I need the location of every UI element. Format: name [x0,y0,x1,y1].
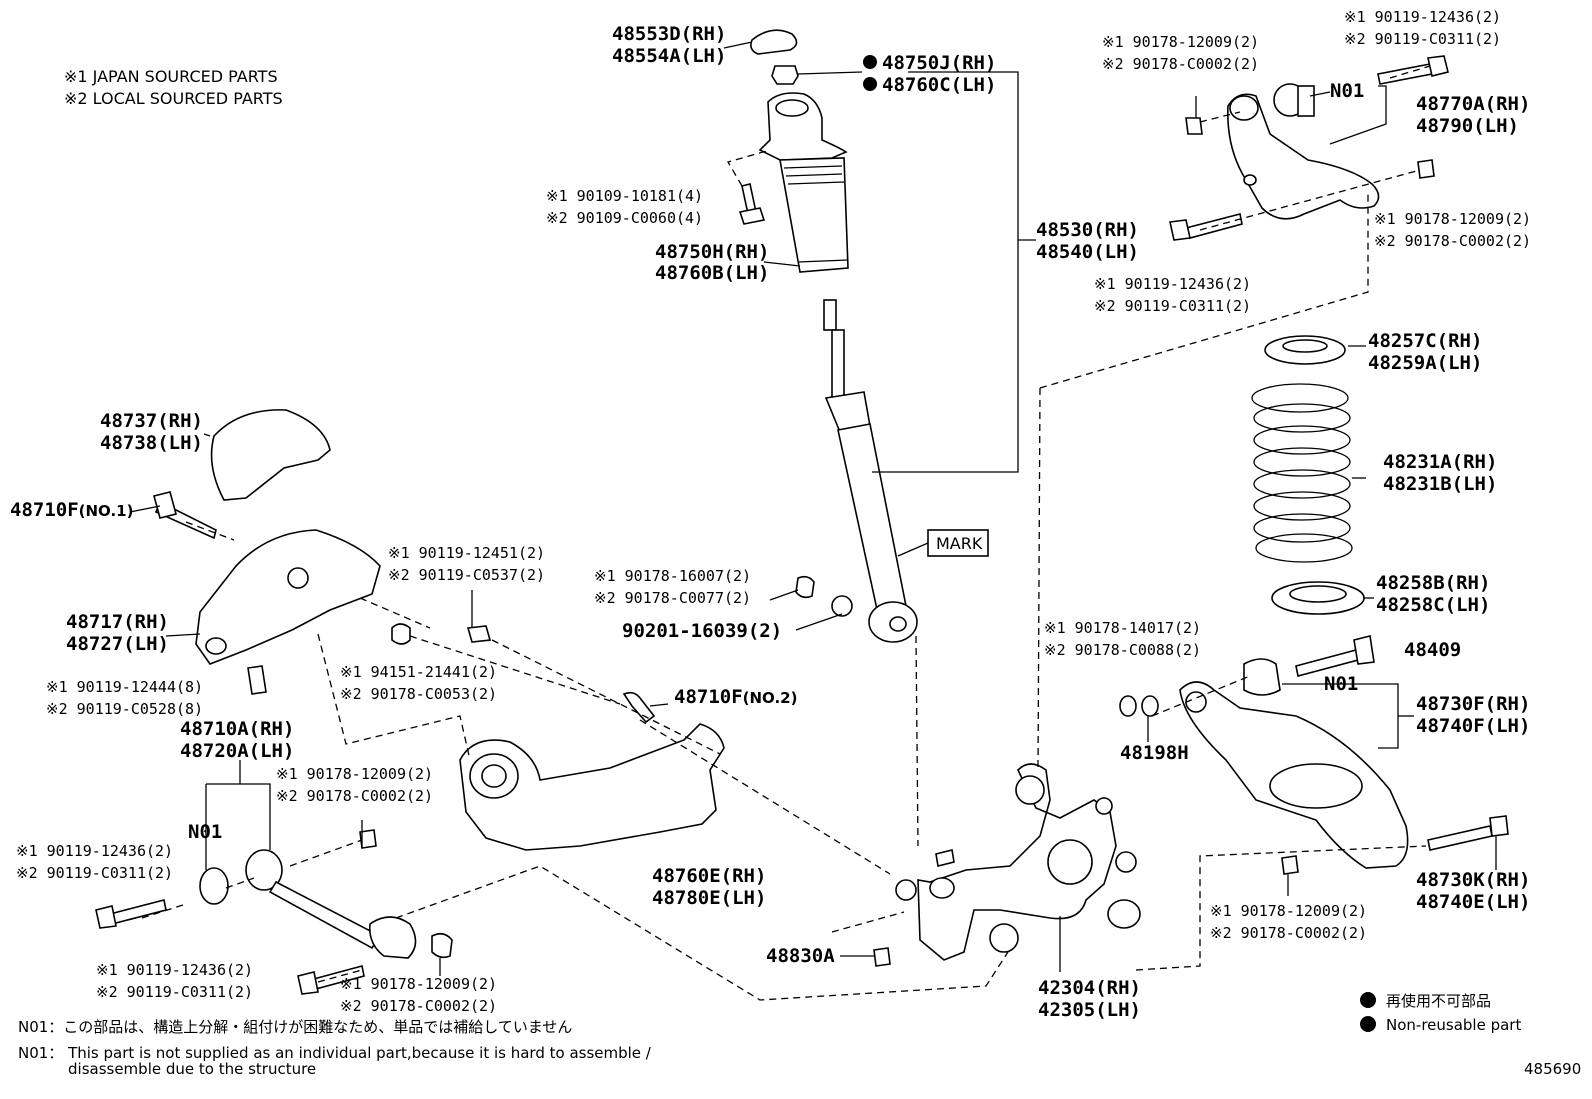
callout-48730f: 48730F(RH) [1416,693,1530,715]
callout-48738: 48738(LH) [100,432,203,454]
legend-jp: 再使用不可部品 [1386,992,1491,1010]
callout-48553d: 48553D(RH) [612,23,726,45]
footnote-jp: N01：この部品は、構造上分解・組付けが困難なため、単品では補給していません [18,1018,572,1036]
callout-48717: 48717(RH) [66,611,169,633]
callout-48710f-no2: 48710F(NO.2) [674,686,797,708]
callout-90178-c0077: ※2 90178-C0077(2) [594,589,751,607]
callout-48727: 48727(LH) [66,633,169,655]
callout-48259a: 48259A(LH) [1368,352,1482,374]
callout-90178-c0002-top: ※2 90178-C0002(2) [1102,55,1259,73]
callout-48830a: 48830A [766,945,835,967]
callout-90119-12436-top: ※1 90119-12436(2) [1344,8,1501,26]
callout-90178-c0053: ※2 90178-C0053(2) [340,685,497,703]
callout-48231a: 48231A(RH) [1383,451,1497,473]
callout-48720a: 48720A(LH) [180,740,294,762]
callout-90178-12009-right: ※1 90178-12009(2) [1374,210,1531,228]
callout-90178-16007: ※1 90178-16007(2) [594,567,751,585]
callout-94151-21441: ※1 94151-21441(2) [340,663,497,681]
callout-48540: 48540(LH) [1036,241,1139,263]
shock-absorber-assembly: MARK [750,29,989,643]
callout-48737: 48737(RH) [100,410,203,432]
callout-90178-c0002-right: ※2 90178-C0002(2) [1374,232,1531,250]
callout-48790: 48790(LH) [1416,115,1519,137]
callout-48258c: 48258C(LH) [1376,594,1490,616]
mark-label: MARK [936,534,983,553]
callout-48760b: 48760B(LH) [655,262,769,284]
callout-48710f-no1: 48710F(NO.1) [10,499,133,521]
rear-axle-carrier [895,763,1141,961]
figure-id: 485690 [1524,1060,1581,1078]
callout-90119-12436-mid: ※1 90119-12436(2) [1094,275,1251,293]
callout-48198h: 48198H [1120,742,1189,764]
callout-90178-c0002-bottom: ※2 90178-C0002(2) [340,997,497,1015]
callout-90119-c0311-mid: ※2 90119-C0311(2) [1094,297,1251,315]
leader-lines [129,41,1497,976]
callout-48740f: 48740F(LH) [1416,715,1530,737]
callout-n01-upper: N01 [1330,80,1364,102]
lower-control-arm [1119,635,1509,875]
callout-48257c: 48257C(RH) [1368,330,1482,352]
callout-90201-16039: 90201-16039(2) [622,620,782,642]
callout-42304: 42304(RH) [1038,977,1141,999]
callout-90178-14017: ※1 90178-14017(2) [1044,619,1201,637]
legend-en: Non-reusable part [1386,1016,1521,1034]
dashed-lines [141,65,1431,1001]
footnote-en-line2: disassemble due to the structure [68,1060,316,1078]
callout-90119-12451: ※1 90119-12451(2) [388,544,545,562]
callout-90119-12436-left: ※1 90119-12436(2) [16,842,173,860]
callout-n01-lower: N01 [1324,673,1358,695]
callout-n01-left: N01 [188,821,222,843]
non-reusable-marker [863,77,877,91]
callout-90109-10181: ※1 90109-10181(4) [546,187,703,205]
lateral-link [95,829,891,995]
callout-48258b: 48258B(RH) [1376,572,1490,594]
callout-90119-c0311-top: ※2 90119-C0311(2) [1344,30,1501,48]
callout-90119-c0528: ※2 90119-C0528(8) [46,700,203,718]
callout-90178-c0002-lower: ※2 90178-C0002(2) [1210,924,1367,942]
callout-90178-c0088: ※2 90178-C0088(2) [1044,641,1201,659]
callout-90178-12009-bottom: ※1 90178-12009(2) [340,975,497,993]
callout-90119-12444: ※1 90119-12444(8) [46,678,203,696]
trailing-arm [459,691,725,851]
callout-90119-c0311-bottom: ※2 90119-C0311(2) [96,983,253,1001]
callout-90119-c0311-left: ※2 90119-C0311(2) [16,864,173,882]
callout-48231b: 48231B(LH) [1383,473,1497,495]
callout-90119-12436-bottom: ※1 90119-12436(2) [96,961,253,979]
callout-90178-c0002-left: ※2 90178-C0002(2) [276,787,433,805]
callout-48750h: 48750H(RH) [655,241,769,263]
callout-90178-12009-top: ※1 90178-12009(2) [1102,33,1259,51]
callout-48780e: 48780E(LH) [652,887,766,909]
callout-48770a: 48770A(RH) [1416,93,1530,115]
callout-90178-12009-lower: ※1 90178-12009(2) [1210,902,1367,920]
callout-48730k: 48730K(RH) [1416,869,1530,891]
callout-90178-12009-left: ※1 90178-12009(2) [276,765,433,783]
callout-48760e: 48760E(RH) [652,865,766,887]
legend-marker [1360,1016,1376,1032]
callout-48760c: 48760C(LH) [882,74,996,96]
coil-spring-group [1251,335,1365,615]
callout-90109-c0060: ※2 90109-C0060(4) [546,209,703,227]
trailing-arm-bracket-group [153,409,853,695]
callout-90119-c0537: ※2 90119-C0537(2) [388,566,545,584]
callout-48530: 48530(RH) [1036,219,1139,241]
callout-48710a: 48710A(RH) [180,718,294,740]
callout-48409: 48409 [1404,639,1461,661]
footnote-en-line1: N01： This part is not supplied as an ind… [18,1044,652,1062]
header-note-local: ※2 LOCAL SOURCED PARTS [64,89,283,108]
non-reusable-marker [863,55,877,69]
header-note-japan: ※1 JAPAN SOURCED PARTS [64,67,278,86]
callout-48740e: 48740E(LH) [1416,891,1530,913]
callout-48750j: 48750J(RH) [882,52,996,74]
legend-marker [1360,992,1376,1008]
callout-42305: 42305(LH) [1038,999,1141,1021]
callout-48554a: 48554A(LH) [612,45,726,67]
